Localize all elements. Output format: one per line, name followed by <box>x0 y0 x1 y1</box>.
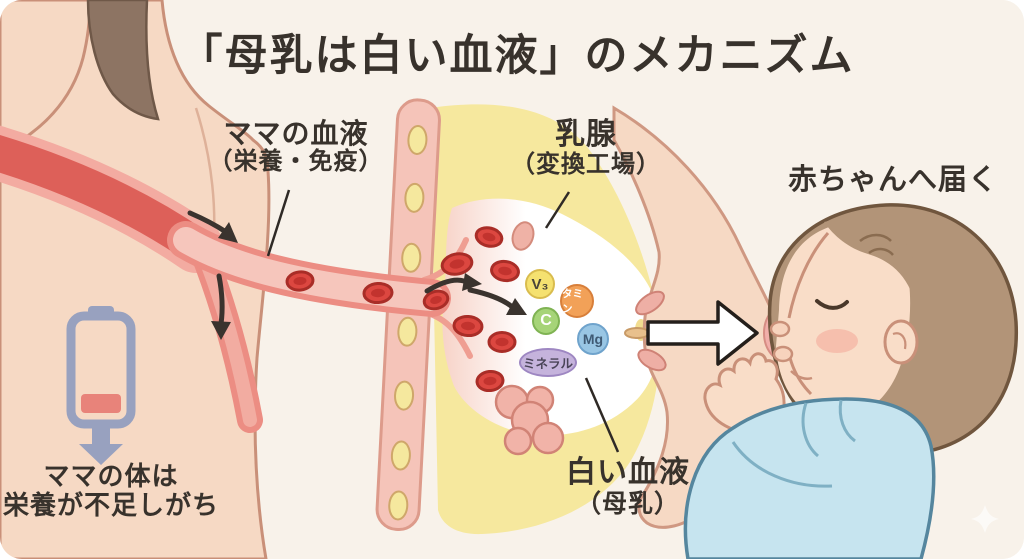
label-white-blood-line1: 白い血液 <box>566 456 690 489</box>
baby-ear-inner <box>892 332 907 350</box>
nipple-lip-top <box>635 290 665 316</box>
hair-swirl <box>868 247 894 256</box>
gland-nub <box>511 221 535 251</box>
baby-clothes <box>683 397 936 559</box>
mother-torso <box>0 0 271 559</box>
label-white-blood-line2: （母乳） <box>575 489 680 518</box>
baby-face <box>776 222 911 420</box>
label-mammary-gland-line2: （変換工場） <box>511 150 661 178</box>
leader-white-blood <box>584 377 620 453</box>
nutrient-bubble-vitamin: V₃ <box>525 269 555 299</box>
label-mom-blood-line1: ママの血液 <box>223 118 369 149</box>
leader-gland <box>544 191 571 229</box>
red-blood-cells <box>285 226 520 393</box>
down-arrow-icon <box>79 424 123 465</box>
baby-figure <box>683 203 1019 559</box>
label-mom-blood-line2: （栄養・免疫） <box>208 148 384 176</box>
mother-hair <box>86 0 160 121</box>
leader-mom-blood <box>266 189 291 257</box>
nutrient-bubble-mg: Mg <box>577 323 609 355</box>
battery-low-charge <box>81 394 121 413</box>
nipple-lip-bottom <box>637 348 667 372</box>
page-title: 「母乳は白い血液」のメカニズム <box>179 32 855 80</box>
gland-lobules <box>494 384 565 456</box>
baby-ear <box>883 319 919 365</box>
label-mom-depleted-line2: 栄養が不足しがち <box>2 490 220 521</box>
label-mom-depleted: ママの体は 栄養が不足しがち <box>2 461 220 521</box>
milk-flow-arrow-icon <box>646 300 759 366</box>
baby-hair-front <box>824 218 916 296</box>
label-white-blood: 白い血液 （母乳） <box>566 456 690 518</box>
label-mammary-gland: 乳腺 （変換工場） <box>511 118 661 178</box>
nutrient-bubble-c: C <box>532 307 560 335</box>
label-mom-depleted-line1: ママの体は <box>43 461 179 491</box>
clothes-arm-crease <box>731 441 833 488</box>
baby-upper-lip <box>769 320 791 338</box>
mother-figure <box>0 0 271 559</box>
label-mammary-gland-line1: 乳腺 <box>555 118 617 151</box>
nutrient-bubble-mineral: ミネラル <box>519 348 577 377</box>
clothes-fold <box>801 402 820 458</box>
baby-chin-line <box>790 370 813 380</box>
leader-lines <box>266 189 620 453</box>
baby-profile-outline <box>787 232 830 319</box>
nutrient-bubble-tamin: タミン <box>560 284 594 318</box>
hair-swirl <box>859 233 892 243</box>
nipple-duct-oval <box>624 327 650 339</box>
clothes-fold <box>838 399 856 443</box>
baby-closed-eye-icon <box>815 299 849 310</box>
blood-flow-arrowheads <box>211 222 527 340</box>
sparkle-icon <box>971 505 999 533</box>
battery-low-icon <box>66 306 136 465</box>
baby-lower-lip <box>772 345 794 363</box>
label-mom-blood: ママの血液 （栄養・免疫） <box>209 118 384 176</box>
label-to-baby: 赤ちゃんへ届く <box>787 164 999 196</box>
baby-cheek-blush <box>816 329 858 353</box>
